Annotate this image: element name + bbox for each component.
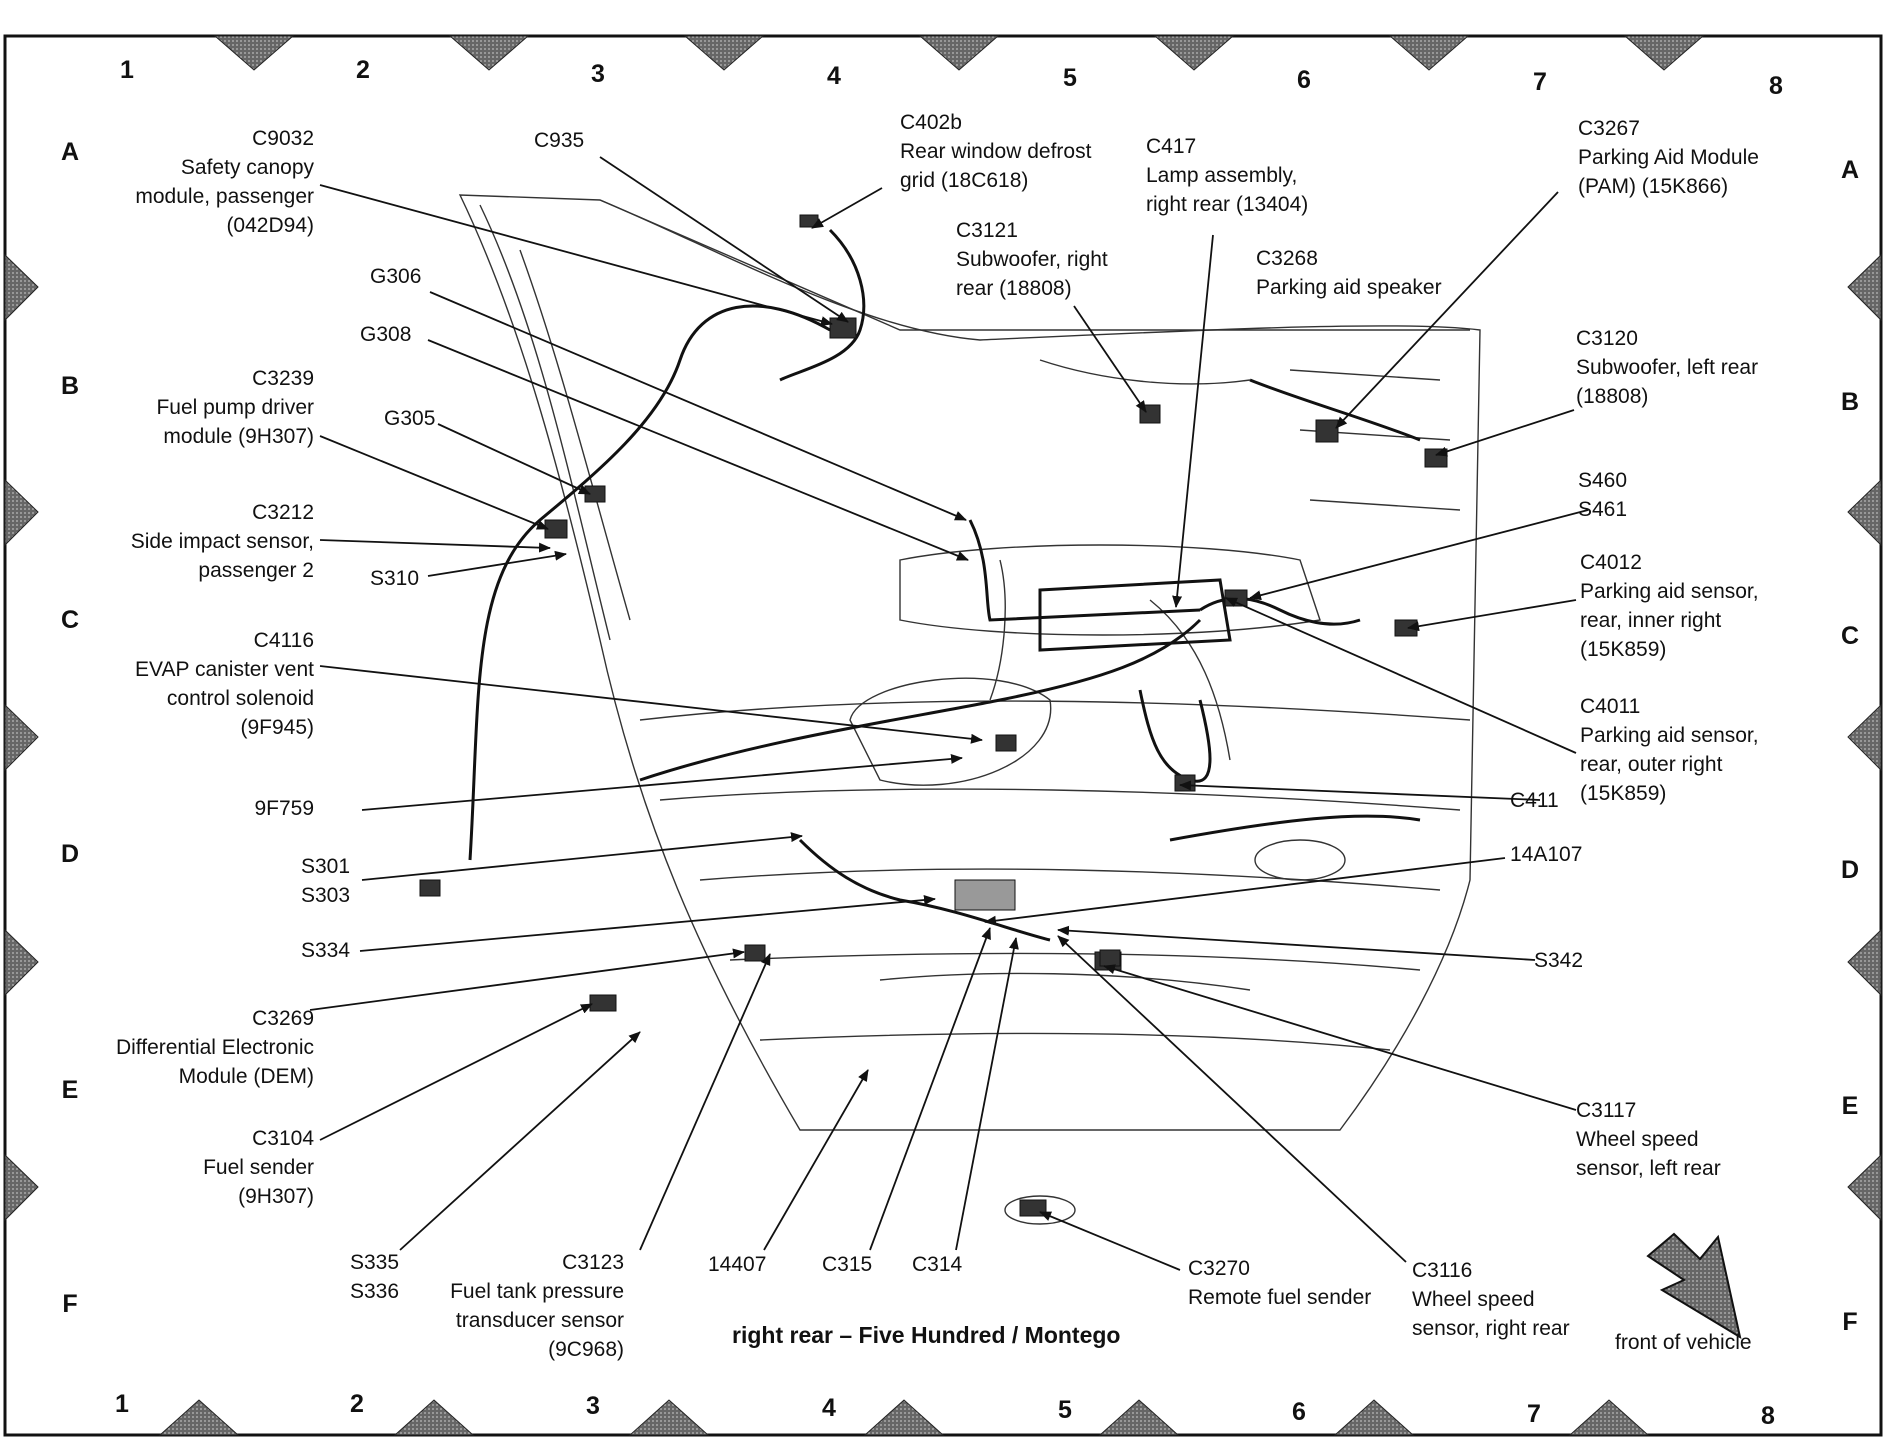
row-label: D — [60, 840, 80, 868]
col-label: 3 — [591, 60, 605, 88]
label-14407: 14407 — [708, 1253, 767, 1276]
col-label: 7 — [1527, 1400, 1541, 1428]
col-label: 2 — [350, 1390, 364, 1418]
col-label: 7 — [1533, 68, 1547, 96]
diagram-caption: right rear – Five Hundred / Montego — [732, 1322, 1121, 1348]
row-label: A — [1840, 156, 1860, 184]
col-label: 6 — [1297, 66, 1311, 94]
row-label: A — [60, 138, 80, 166]
row-label: C — [1840, 622, 1860, 650]
component-connectors — [419, 214, 1448, 1217]
vehicle-illustration — [458, 194, 1481, 1225]
col-label: 3 — [586, 1392, 600, 1420]
row-label: D — [1840, 856, 1860, 884]
col-label: 2 — [356, 56, 370, 84]
zone-markers — [4, 35, 1882, 1436]
col-label: 5 — [1058, 1396, 1072, 1424]
label-c411: C411 — [1510, 789, 1559, 812]
label-s342: S342 — [1534, 949, 1584, 972]
row-label: E — [1841, 1092, 1859, 1120]
label-14a107: 14A107 — [1510, 843, 1583, 866]
col-label: 1 — [115, 1390, 129, 1418]
col-label: 8 — [1769, 72, 1783, 100]
col-label: 4 — [827, 62, 841, 90]
row-label: B — [1840, 388, 1860, 416]
label-g306: G306 — [370, 265, 422, 288]
label-g308: G308 — [360, 323, 412, 346]
label-c935: C935 — [534, 129, 585, 152]
wiring-harness — [468, 228, 1421, 942]
row-label: B — [60, 372, 80, 400]
label-c314: C314 — [912, 1253, 963, 1276]
row-label: C — [60, 606, 80, 634]
callout-leaders — [309, 156, 1589, 1271]
front-of-vehicle-label: front of vehicle — [1615, 1331, 1752, 1354]
label-g305: G305 — [384, 407, 436, 430]
label-s334: S334 — [300, 939, 350, 962]
row-label: F — [1842, 1308, 1858, 1336]
row-label: E — [61, 1076, 79, 1104]
col-label: 4 — [822, 1394, 836, 1422]
label-c315: C315 — [822, 1253, 873, 1276]
label-9f759: 9F759 — [254, 797, 314, 820]
label-s310: S310 — [370, 567, 420, 590]
front-of-vehicle-arrow — [1646, 1232, 1742, 1340]
row-label: F — [62, 1290, 78, 1318]
col-label: 5 — [1063, 64, 1077, 92]
col-label: 6 — [1292, 1398, 1306, 1426]
col-label: 1 — [120, 56, 134, 84]
col-label: 8 — [1761, 1402, 1775, 1430]
